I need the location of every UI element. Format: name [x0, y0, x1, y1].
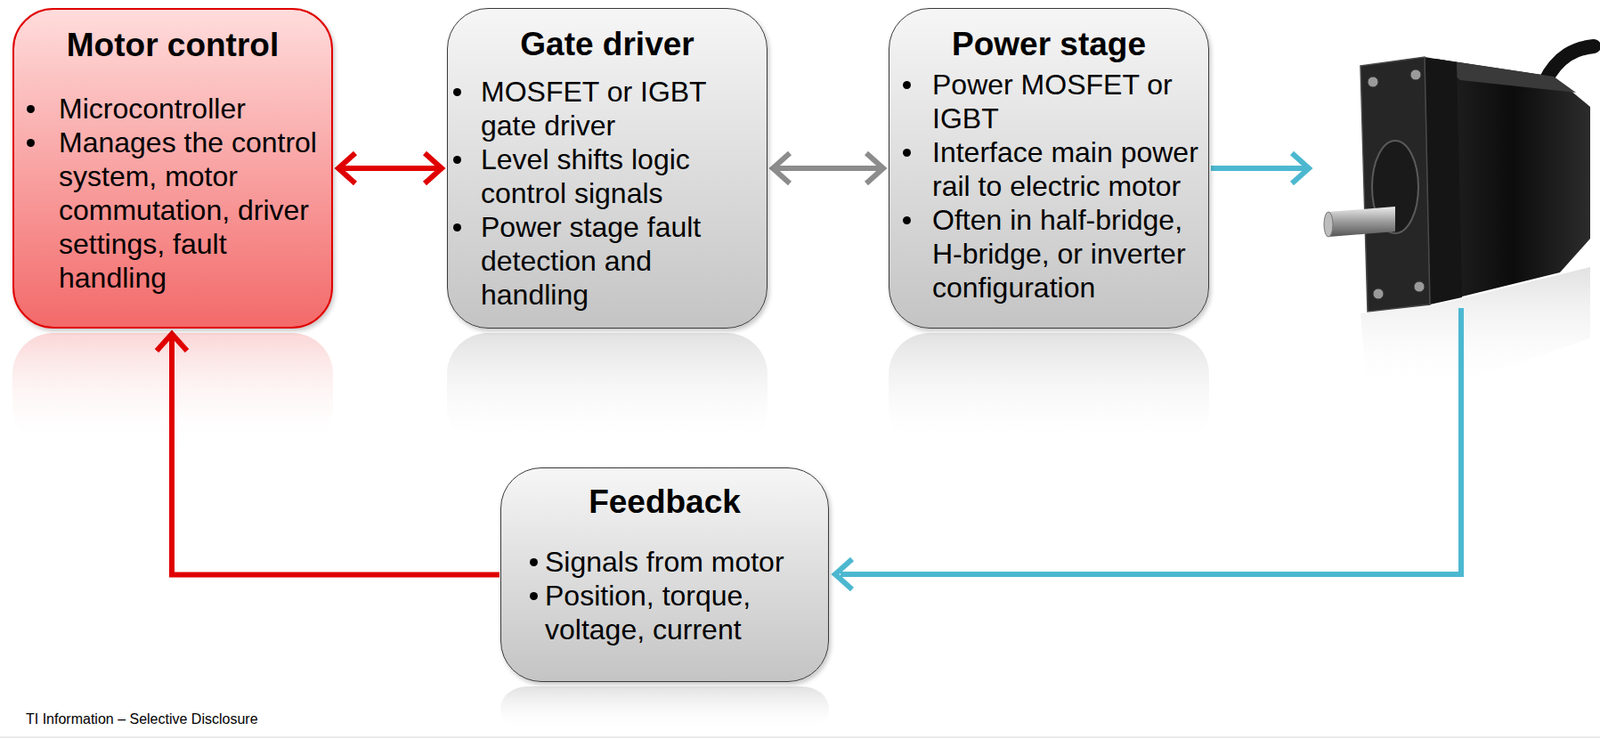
- motor-flange: [1360, 56, 1430, 312]
- bullet-dot: [26, 138, 35, 147]
- block-box: Power stagePower MOSFET or IGBTInterface…: [888, 8, 1210, 329]
- motor-link-head: [1291, 153, 1309, 184]
- bullet-item: Interface main power rail to electric mo…: [889, 135, 1209, 204]
- box-heading: Motor control: [14, 25, 332, 65]
- motor-shaft: [1328, 206, 1396, 237]
- motor-link-line: [840, 308, 1462, 575]
- footer-note: TI Information – Selective Disclosure: [25, 710, 259, 729]
- connector: [772, 153, 884, 184]
- bullet-dot: [26, 105, 35, 114]
- motor-flange-side: [1424, 56, 1462, 305]
- mount-hole: [1410, 69, 1422, 81]
- mount-hole: [1372, 288, 1384, 300]
- bullet-dot: [453, 223, 462, 232]
- connector-line: [775, 165, 881, 171]
- box-reflection: [446, 332, 768, 449]
- connector: [156, 333, 500, 576]
- bullet-text: Often in half-bridge, H-bridge, or inver…: [932, 203, 1203, 305]
- box-reflection: [500, 686, 829, 731]
- arrow-head: [772, 153, 790, 184]
- shaft-end: [1323, 211, 1333, 237]
- bullet-dot: [529, 558, 538, 567]
- bullet-text: Power MOSFET or IGBT: [932, 67, 1203, 136]
- bullet-dot: [902, 148, 911, 157]
- bullet-item: Power stage fault detection and handling: [447, 210, 767, 312]
- bullet-item: Position, torque, voltage, current: [501, 578, 829, 647]
- bullet-item: Signals from motor: [501, 544, 829, 579]
- mount-hole: [1413, 281, 1425, 293]
- connector: [338, 153, 442, 184]
- connector-line: [171, 336, 500, 576]
- block-box: FeedbackSignals from motorPosition, torq…: [500, 467, 829, 683]
- footer-rule: [0, 737, 1600, 739]
- arrow-head: [156, 333, 187, 351]
- bullet-dot: [902, 216, 911, 225]
- mount-hole: [1367, 76, 1379, 88]
- bullet-dot: [529, 592, 538, 601]
- connector-line: [341, 165, 439, 171]
- bullet-text: Interface main power rail to electric mo…: [932, 135, 1203, 204]
- bullet-text: Microcontroller: [58, 91, 328, 126]
- block-box: Motor controlMicrocontrollerManages the …: [12, 8, 333, 329]
- bullet-dot: [902, 81, 911, 90]
- bullet-item: MOSFET or IGBT gate driver: [447, 74, 767, 143]
- arrow-head: [866, 153, 884, 184]
- box-heading: Power stage: [889, 24, 1209, 65]
- motor-link-line: [1210, 165, 1308, 171]
- arrow-head: [424, 153, 442, 184]
- box-heading: Gate driver: [447, 24, 767, 65]
- bullet-text: Power stage fault detection and handling: [480, 210, 764, 312]
- bullet-item: Manages the control system, motor commut…: [14, 125, 332, 295]
- bullet-text: Signals from motor: [544, 544, 820, 579]
- bullet-text: Position, torque, voltage, current: [544, 578, 820, 647]
- arrow-head: [338, 153, 356, 184]
- bullet-item: Often in half-bridge, H-bridge, or inver…: [889, 203, 1209, 305]
- box-reflection: [888, 332, 1210, 449]
- bullet-item: Level shifts logic control signals: [447, 142, 767, 211]
- bullet-item: Microcontroller: [14, 91, 332, 126]
- block-box: Gate driverMOSFET or IGBT gate driverLev…: [446, 8, 768, 329]
- box-heading: Feedback: [501, 482, 829, 522]
- bullet-text: MOSFET or IGBT gate driver: [480, 74, 764, 143]
- bullet-text: Manages the control system, motor commut…: [58, 125, 328, 295]
- bullet-dot: [453, 155, 462, 164]
- bullet-item: Power MOSFET or IGBT: [889, 67, 1209, 136]
- bullet-text: Level shifts logic control signals: [480, 142, 764, 211]
- bullet-dot: [453, 88, 462, 97]
- motor-link-head: [835, 559, 853, 590]
